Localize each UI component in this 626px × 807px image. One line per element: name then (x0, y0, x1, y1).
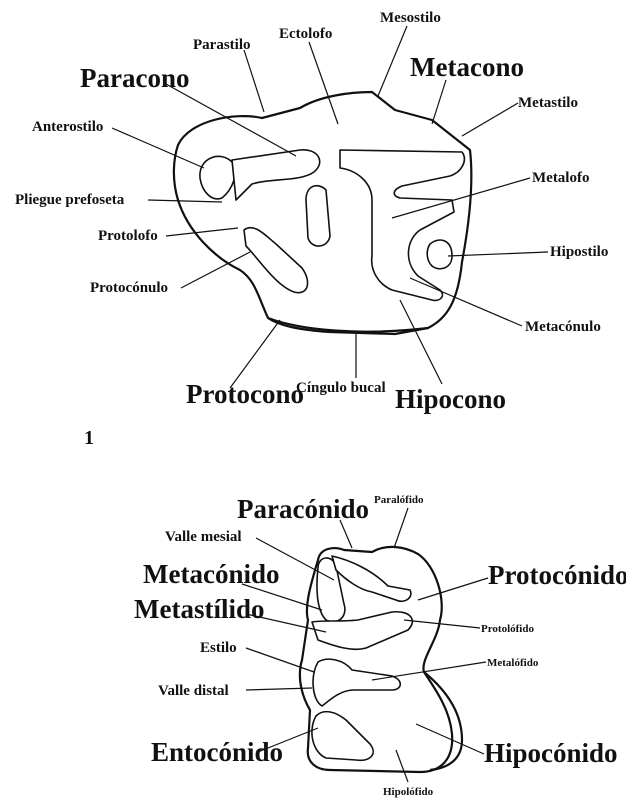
figure2-labels: Paracónido Paralófido Valle mesial Metac… (134, 494, 626, 798)
leader-paralofido (394, 508, 408, 548)
label-protoconido: Protocónido (488, 560, 626, 590)
leader-mesostilo (378, 26, 407, 96)
buccal-cingulum (268, 318, 428, 332)
label-hipolofido: Hipolófido (383, 786, 434, 798)
label-metacono: Metacono (410, 52, 524, 82)
leader-pliegue (148, 200, 222, 202)
label-cingulo-bucal: Cíngulo bucal (296, 380, 386, 396)
central-fold (306, 186, 330, 246)
label-paralofido: Paralófido (374, 494, 424, 506)
leader-paracono (166, 84, 296, 156)
leader-hipocono (400, 300, 442, 384)
prefossette (200, 156, 235, 199)
leader-protocono (230, 320, 280, 388)
ectoloph-fold (340, 150, 464, 300)
label-metastilo: Metastilo (518, 95, 578, 111)
leader-metaconulo (410, 278, 522, 326)
label-protolofo: Protolofo (98, 228, 158, 244)
label-mesostilo: Mesostilo (380, 10, 441, 26)
label-entoconido: Entocónido (151, 737, 283, 767)
leader-hipolofido (396, 750, 408, 782)
label-metaconido: Metacónido (143, 559, 279, 589)
label-protocono: Protocono (186, 379, 304, 409)
leader-protolofo (166, 228, 238, 236)
label-ectolofo: Ectolofo (279, 26, 332, 42)
leader-protolofido (404, 620, 480, 628)
leader-ectolofo (309, 42, 338, 124)
label-valle-mesial: Valle mesial (165, 529, 242, 545)
label-anterostilo: Anterostilo (32, 119, 103, 135)
label-metalofo: Metalofo (532, 170, 589, 186)
label-protoconulo: Protocónulo (90, 280, 168, 296)
leader-metastilo (462, 103, 518, 136)
label-hipostilo: Hipostilo (550, 244, 608, 260)
upper-molar-drawing (174, 92, 471, 334)
label-pliegue-prefoseta: Pliegue prefoseta (15, 192, 125, 208)
label-parastilo: Parastilo (193, 37, 251, 53)
leader-metacono (432, 80, 446, 124)
entoconid-fold (312, 712, 373, 761)
label-valle-distal: Valle distal (158, 683, 229, 699)
hypolophid-outer (424, 672, 462, 770)
label-estilo: Estilo (200, 640, 237, 656)
label-paraconido: Paracónido (237, 494, 369, 524)
label-metalofido: Metalófido (487, 657, 539, 669)
label-metaconulo: Metacónulo (525, 319, 601, 335)
leader-paraconido (340, 520, 352, 548)
leader-anterostilo (112, 128, 204, 168)
leader-parastilo (244, 50, 264, 112)
leader-protoconido (418, 578, 488, 600)
mesial-valley (332, 556, 411, 601)
figure-number: 1 (84, 427, 94, 449)
label-protolofido: Protolófido (481, 623, 534, 635)
hypostyle-fold (427, 240, 452, 269)
label-paracono: Paracono (80, 63, 189, 93)
label-hipoconido: Hipocónido (484, 738, 618, 768)
label-hipocono: Hipocono (395, 384, 506, 414)
lower-molar-drawing (300, 547, 462, 772)
label-metastilido: Metastílido (134, 594, 264, 624)
distal-valley (313, 659, 400, 706)
